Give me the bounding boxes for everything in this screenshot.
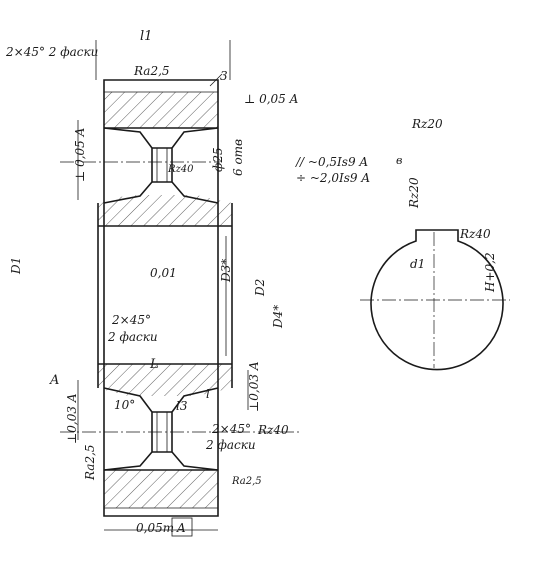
- label-d1-hub: d1: [410, 257, 425, 271]
- rim-top-hatch: [104, 92, 218, 128]
- label-six-holes: 6 отв: [231, 139, 245, 176]
- label-l3: l3: [176, 399, 188, 413]
- hub-bottom-hatch: [98, 364, 232, 396]
- label-h: H+0,2: [483, 252, 497, 293]
- label-d3: D3*: [219, 259, 233, 283]
- label-parallel-tol: // ~0,5Is9 A: [295, 155, 368, 169]
- dimension-lines: [77, 40, 249, 537]
- label-small-v: в: [396, 154, 402, 167]
- label-leader-3: 3: [220, 69, 228, 83]
- label-d4: D4*: [271, 305, 285, 329]
- rim-bottom-hatch: [104, 470, 218, 508]
- label-perp-top: ⊥ 0,05 A: [244, 92, 299, 106]
- hub-top-hatch: [98, 195, 232, 226]
- label-l: L: [149, 357, 159, 372]
- label-ra-top: Ra2,5: [133, 64, 170, 78]
- label-rz40-web: Rz40: [167, 164, 194, 175]
- label-chamfer-bottom: 2×45°: [211, 422, 251, 436]
- label-ra-bottom-right: Ra2,5: [231, 476, 262, 487]
- label-chamfer-bottom-2: 2 фаски: [205, 438, 256, 452]
- label-rz20-key: Rz20: [407, 177, 421, 209]
- keyway-section: [360, 229, 510, 371]
- label-chamfer-mid: 2×45°: [111, 313, 151, 327]
- label-rz40-key: Rz40: [459, 227, 491, 241]
- label-rz40-bottom: Rz40: [257, 423, 289, 437]
- label-l-small: l: [206, 387, 210, 401]
- gear-section: [60, 79, 300, 517]
- label-perp-left: ⊥ 0,05 A: [73, 127, 87, 182]
- label-perp-bottom-left: ⊥0,03 A: [65, 393, 79, 444]
- label-l1: l1: [140, 29, 152, 44]
- label-rz20-top: Rz20: [411, 117, 443, 131]
- label-runout: 0,05т: [136, 521, 174, 535]
- label-d2: D2: [253, 279, 267, 297]
- label-symmetry-tol: ÷ ~2,0Is9 A: [296, 171, 370, 185]
- label-perp-right: ⊥0,03 A: [247, 361, 261, 412]
- label-a: A: [49, 373, 59, 388]
- label-chamfer-top: 2×45° 2 фаски: [5, 45, 98, 59]
- label-d1: D1: [9, 257, 23, 275]
- label-ra-bottom-left: Ra2,5: [83, 444, 97, 481]
- label-chamfer-mid-2: 2 фаски: [107, 330, 158, 344]
- label-phi25: ф25: [211, 147, 225, 172]
- label-angle-10: 10°: [114, 398, 135, 412]
- label-datum-box: A: [176, 521, 186, 535]
- label-tolerance-001: 0,01: [150, 266, 177, 280]
